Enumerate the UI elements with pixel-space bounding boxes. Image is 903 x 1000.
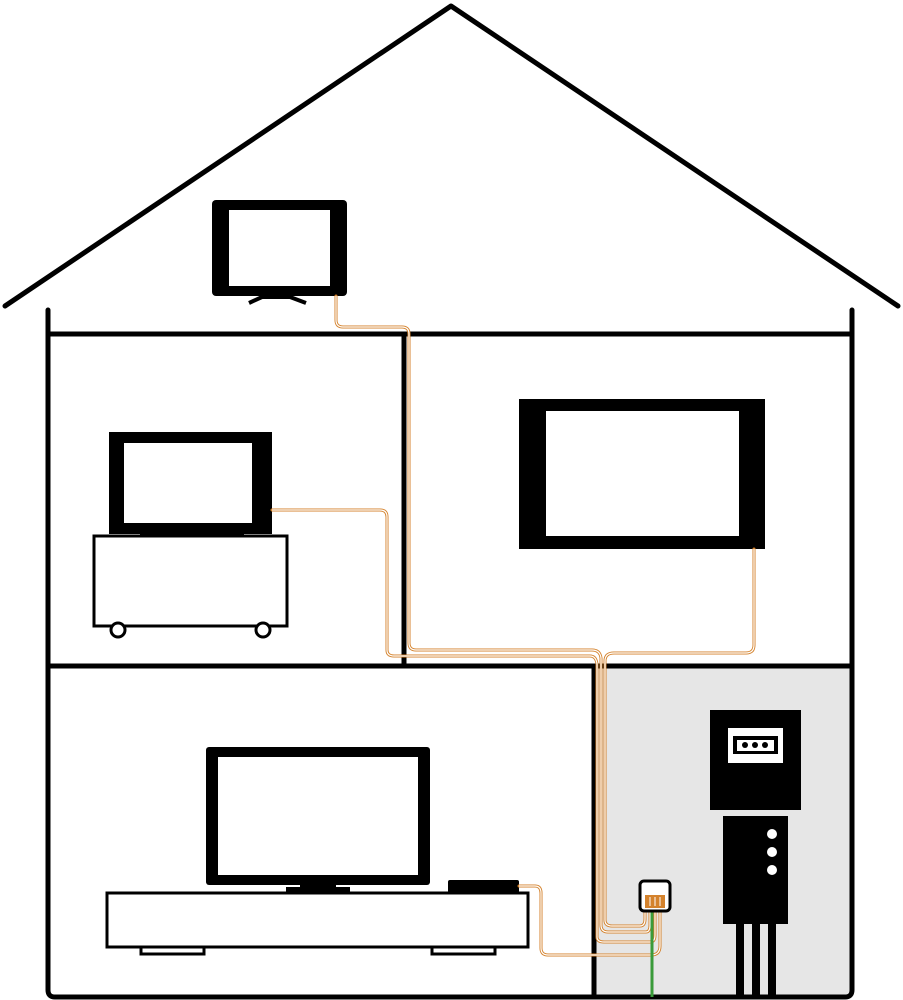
coax-splitter-icon <box>638 879 672 913</box>
roof <box>2 3 901 309</box>
cable-attic-tv-highlight <box>335 296 651 933</box>
cable-living-tv-highlight <box>519 885 661 956</box>
electric-meter-icon <box>710 710 801 998</box>
tv-cabinet <box>92 534 289 639</box>
tv-icon <box>212 200 347 305</box>
house-walls <box>45 307 855 1000</box>
crt-tv-icon <box>109 432 272 538</box>
cable-wall-tv-highlight <box>604 549 755 927</box>
flat-screen-tv-icon <box>206 747 430 892</box>
wall-mounted-tv-icon <box>519 399 765 549</box>
coax-cables <box>270 294 756 997</box>
set-top-box-icon <box>448 880 519 893</box>
tv-stand <box>105 891 530 956</box>
